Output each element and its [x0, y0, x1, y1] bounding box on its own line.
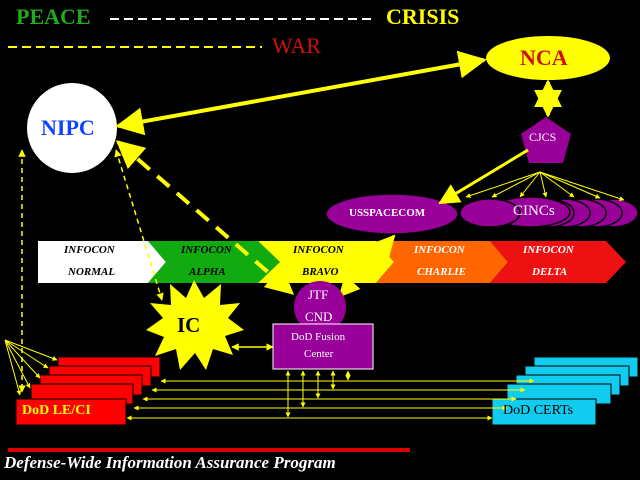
nipc-circle [27, 83, 117, 173]
jtf-label-line1: JTF [308, 287, 329, 302]
infocon-delta-chevron [490, 241, 626, 283]
certs-stack [491, 356, 639, 426]
jtf-label-line2: CND [305, 309, 333, 324]
infocon-bravo-line1: INFOCON [293, 244, 344, 256]
infocon-charlie-line1: INFOCON [414, 244, 465, 256]
infocon-normal-line1: INFOCON [64, 244, 115, 256]
cjcs-label: CJCS [529, 130, 557, 144]
nca-ellipse [486, 36, 610, 80]
cjcs-usspacecom-arrow [438, 148, 529, 205]
nipc-label: NIPC [41, 115, 95, 140]
le-ci-label: DoD LE/CI [22, 403, 91, 418]
infocon-charlie-chevron [376, 241, 508, 283]
legend-peace: PEACE [16, 4, 91, 29]
jtf-cnd-circle [294, 281, 346, 333]
footer-title: Defense-Wide Information Assurance Progr… [4, 453, 336, 472]
infocon-delta-line2: DELTA [532, 266, 568, 278]
nipc-ic-dashed-arrow [114, 149, 164, 301]
infocon-alpha-line1: INFOCON [181, 244, 232, 256]
fusion-label-line1: DoD Fusion [291, 331, 346, 343]
ic-starburst [146, 280, 244, 370]
infocon-bravo-line2: BRAVO [302, 266, 339, 278]
ic-label: IC [177, 313, 201, 337]
fusion-center-box [272, 323, 374, 370]
cincs-stack [459, 196, 639, 228]
usspacecom-jtf-arrow [338, 234, 396, 298]
le-fan-arrows [4, 339, 58, 396]
le-ci-stack [15, 356, 161, 426]
cjcs-fan-arrows [465, 171, 625, 201]
nca-nipc-arrow [115, 50, 487, 136]
legend-crisis: CRISIS [386, 4, 460, 29]
certs-label: DoD CERTs [503, 403, 574, 418]
footer-red-bar [8, 448, 410, 452]
usspacecom-ellipse [325, 193, 459, 235]
infocon-delta-line1: INFOCON [523, 244, 574, 256]
infocon-alpha-line2: ALPHA [189, 266, 226, 278]
fusion-label-line2: Center [304, 348, 334, 360]
usspacecom-label: USSPACECOM [349, 207, 426, 219]
nca-label: NCA [520, 45, 568, 70]
cjcs-pentagon [521, 117, 571, 163]
infocon-charlie-line2: CHARLIE [417, 266, 466, 278]
legend-war: WAR [272, 33, 321, 58]
le-certs-link-arrows [126, 378, 535, 421]
cincs-label: CINCs [513, 203, 555, 219]
fusion-vertical-arrows [285, 370, 351, 418]
infocon-normal-line2: NORMAL [68, 266, 116, 278]
